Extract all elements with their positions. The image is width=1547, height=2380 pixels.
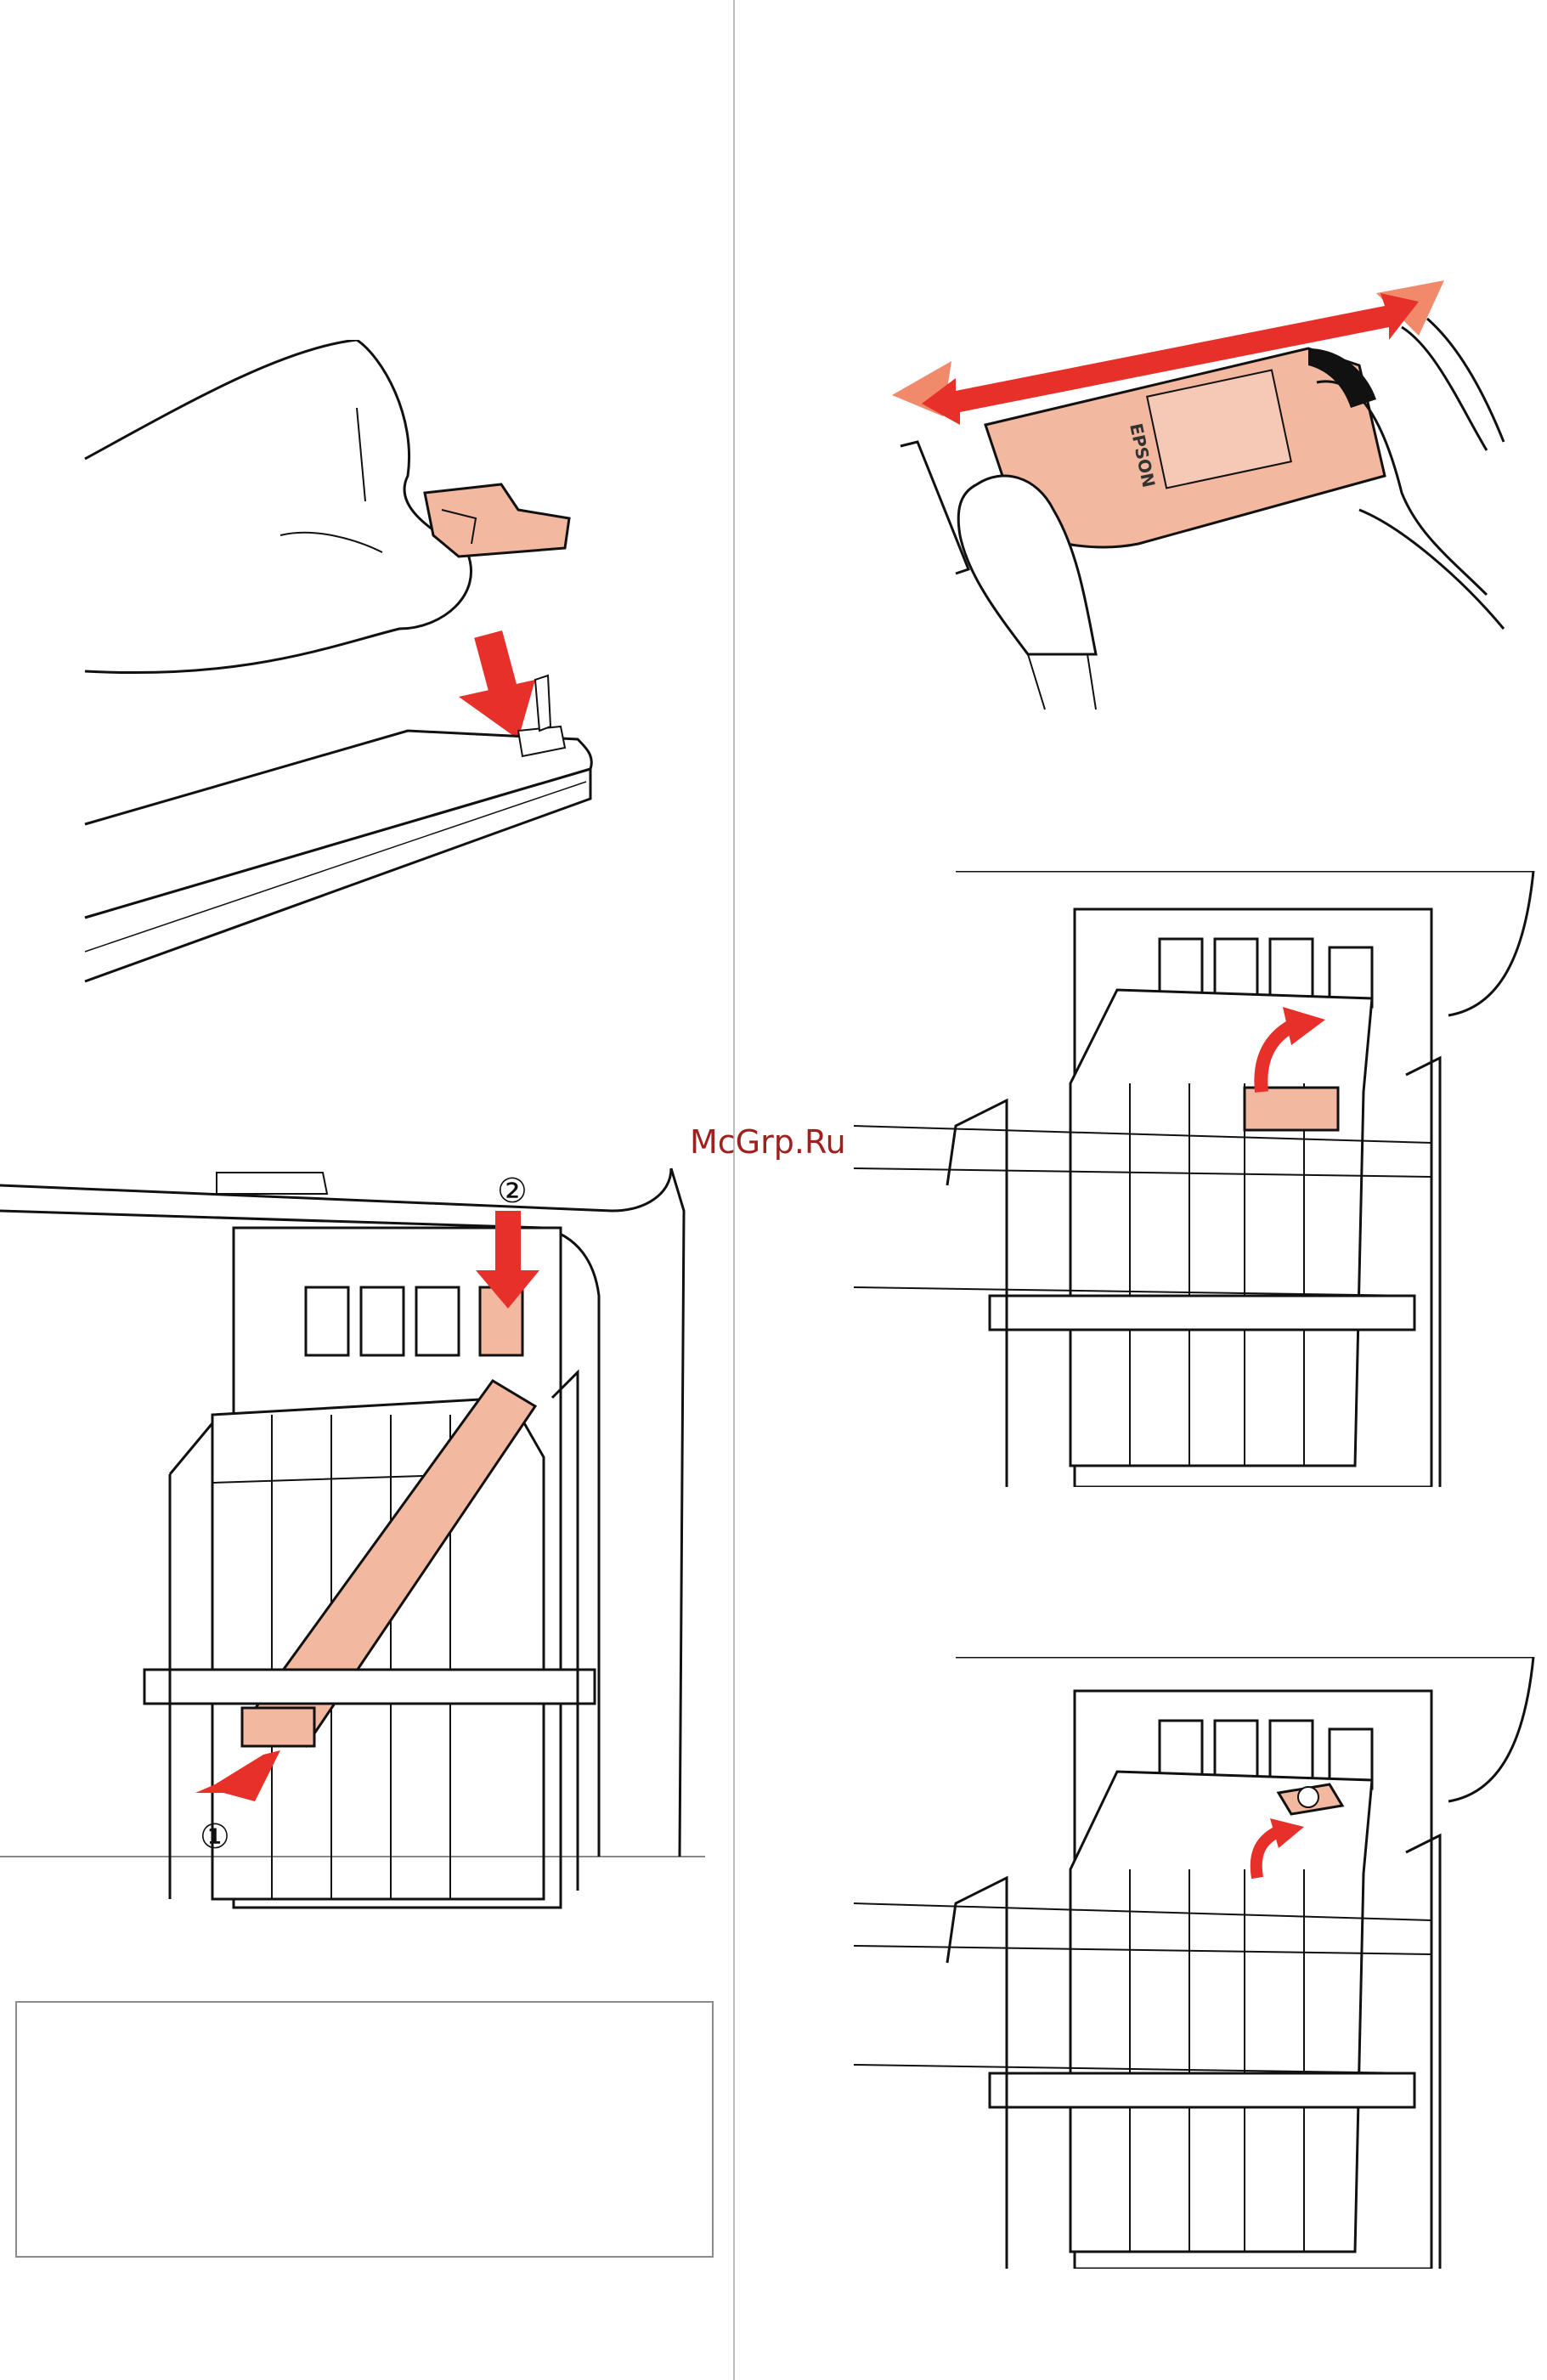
shake-bag-illustration: EPSON bbox=[875, 255, 1521, 714]
note-box bbox=[15, 2001, 714, 2258]
step-1-label: ① bbox=[200, 1818, 230, 1857]
attach-part-illustration bbox=[76, 340, 620, 986]
figure-attach-part bbox=[76, 340, 620, 986]
watermark-text: McGrp.Ru bbox=[690, 1123, 846, 1161]
figure-cap-opened bbox=[854, 1657, 1538, 2269]
column-divider bbox=[733, 0, 735, 2380]
down-arrow-icon bbox=[459, 630, 535, 739]
figure-shake-bag: EPSON bbox=[875, 255, 1521, 714]
open-cap-illustration bbox=[854, 871, 1538, 1487]
cap-opened-illustration bbox=[854, 1657, 1538, 2269]
figure-insert-slider: ② ① bbox=[0, 1160, 705, 1942]
insert-slider-illustration: ② ① bbox=[0, 1160, 705, 1942]
figure-open-cap bbox=[854, 871, 1538, 1487]
part-piece bbox=[425, 484, 569, 557]
step-2-label: ② bbox=[497, 1172, 528, 1211]
